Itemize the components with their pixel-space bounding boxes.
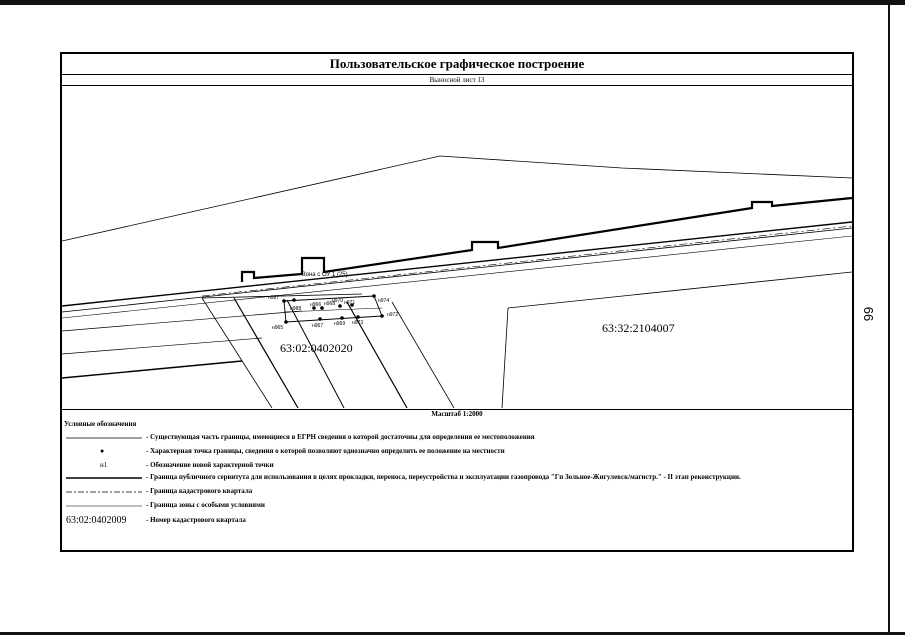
legend-item: - Граница кадастрового квартала	[64, 485, 844, 499]
point-marker	[282, 299, 286, 303]
right-border	[888, 5, 890, 633]
legend-title: Условные обозначения	[64, 420, 137, 428]
point-marker	[284, 320, 288, 324]
legend-text: - Номер кадастрового квартала	[146, 516, 246, 524]
sheet-label: Выносной лист 13	[62, 75, 852, 86]
road-line-3	[62, 235, 852, 319]
parcel-right-left	[501, 307, 509, 408]
point-label: н968	[324, 301, 335, 307]
point-marker	[318, 317, 322, 321]
point-marker	[292, 298, 296, 302]
quarter-number-right: 63:32:2104007	[602, 321, 675, 335]
strip-line-3	[62, 360, 243, 379]
map-canvas: Зона с ОУ 1 (25) н987 н988 н965 н966 н96…	[62, 155, 852, 408]
point-symbol: ●	[100, 447, 105, 455]
point-marker	[340, 316, 344, 320]
map-area: Зона с ОУ 1 (25) н987 н988 н965 н966 н96…	[62, 86, 852, 408]
strip-line-1	[62, 310, 303, 332]
legend-item: н1 - Обозначение новой характерной точки	[64, 459, 844, 473]
point-marker	[312, 306, 316, 310]
page-number: 66	[861, 306, 876, 322]
legend-text: - Существующая часть границы, имеющиеся …	[146, 433, 535, 441]
point-label: н969	[334, 321, 345, 327]
servitude-midline	[283, 307, 383, 313]
parcel-top-boundary	[62, 155, 852, 242]
legend-text: - Обозначение новой характерной точки	[146, 461, 274, 469]
legend-item: - Существующая часть границы, имеющиеся …	[64, 431, 844, 445]
legend-text: - Граница зоны с особыми условиями	[146, 501, 265, 509]
point-label: н973	[352, 320, 363, 326]
legend-text: - Граница публичного сервитута для испол…	[146, 473, 741, 481]
point-marker	[338, 304, 342, 308]
point-label: н974	[378, 298, 389, 304]
point-marker	[350, 303, 354, 307]
quarter-boundary-symbol	[64, 485, 144, 499]
point-labels: н987 н988 н965 н966 н967 н968 н969 н970 …	[268, 295, 398, 331]
road-line-2	[62, 227, 852, 313]
diagonal-2	[233, 297, 299, 408]
bottom-border	[0, 632, 905, 635]
point-marker	[356, 315, 360, 319]
point-marker	[320, 306, 324, 310]
point-label: н987	[268, 295, 279, 301]
diagonal-3	[286, 299, 345, 408]
point-label: н966	[310, 302, 321, 308]
quarter-number-symbol: 63:02:0402009	[66, 515, 127, 526]
point-label: н967	[312, 323, 323, 329]
quarter-boundary	[201, 225, 852, 297]
parcel-right-top	[507, 271, 852, 309]
characteristic-points	[282, 294, 384, 324]
strip-line-2	[62, 337, 263, 355]
point-label: н970	[332, 298, 343, 304]
quarter-number-left: 63:02:0402020	[280, 341, 353, 355]
legend-item: - Граница зоны с особыми условиями	[64, 499, 844, 513]
diagonal-1	[201, 297, 273, 408]
road-edge-thick	[240, 196, 852, 282]
top-border	[0, 0, 905, 5]
special-zone-symbol	[64, 499, 144, 513]
point-marker	[380, 314, 384, 318]
point-label: н988	[290, 306, 301, 312]
point-marker	[372, 294, 376, 298]
new-point-label-symbol: н1	[100, 461, 108, 469]
legend-item: - Граница публичного сервитута для испол…	[64, 471, 844, 485]
legend-text: - Граница кадастрового квартала	[146, 487, 253, 495]
drawing-frame	[60, 52, 854, 552]
diagonal-5	[391, 301, 455, 408]
point-label: н972	[387, 312, 398, 318]
scale-label: Масштаб 1:2000	[62, 409, 852, 418]
existing-boundary-symbol	[64, 431, 144, 445]
point-label: н971	[344, 300, 355, 306]
legend-item: ● - Характерная точка границы, сведения …	[64, 445, 844, 459]
road-line-1	[62, 221, 852, 307]
servitude-boundary-symbol	[64, 471, 144, 485]
point-label: н965	[272, 325, 283, 331]
zone-line	[201, 293, 363, 299]
zone-label: Зона с ОУ 1 (25)	[302, 272, 348, 278]
legend-text: - Характерная точка границы, сведения о …	[146, 447, 505, 455]
document-title: Пользовательское графическое построение	[62, 54, 852, 75]
diagonal-4	[346, 301, 408, 408]
legend-item: 63:02:0402009 - Номер кадастрового кварт…	[64, 514, 844, 528]
